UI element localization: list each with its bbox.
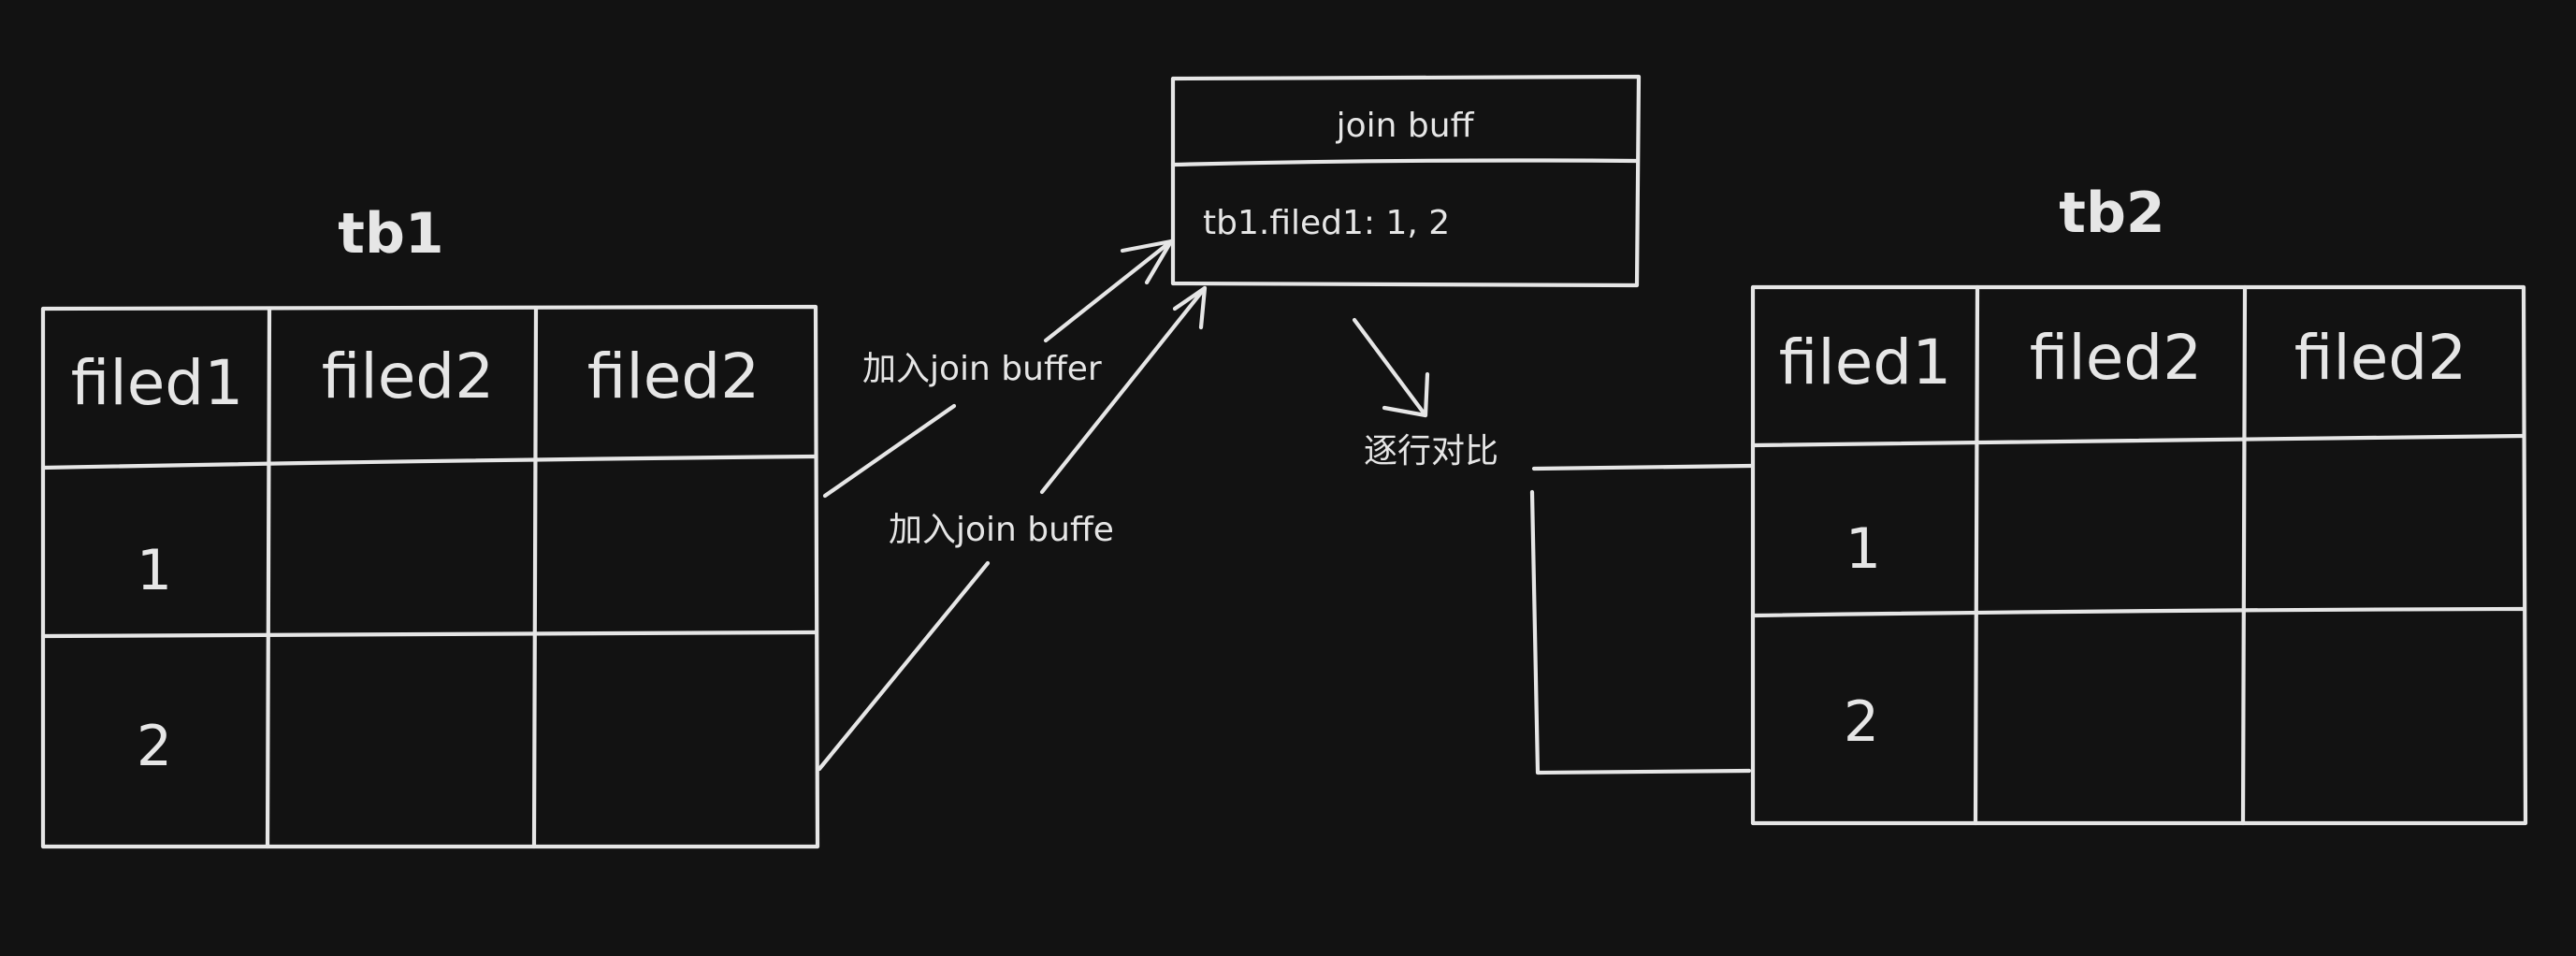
tb1-table: tb1 filed1 filed2 filed2 1 2 <box>40 201 820 849</box>
tb1-cell-r1c1: 1 <box>137 538 172 603</box>
arrow-row1-to-buffer <box>822 239 1174 499</box>
tb1-cell-r2c1: 2 <box>137 714 172 779</box>
tb2-header-3: filed2 <box>2294 322 2467 394</box>
tb2-vline-1 <box>1973 284 1980 826</box>
tb2-header-1: filed1 <box>1779 326 1951 398</box>
tb2-hline-1 <box>1750 433 2526 448</box>
join-buffer-divider <box>1170 158 1640 167</box>
join-buffer-title: join buff <box>1336 107 1475 145</box>
tb1-vline-2 <box>531 306 539 849</box>
tb2-header-2: filed2 <box>2030 322 2202 394</box>
join-buffer-border <box>1170 74 1642 288</box>
arrow-row2-label: 加入join buffe <box>889 511 1114 549</box>
compare-bracket <box>1529 463 1754 775</box>
compare-label: 逐行对比 <box>1364 432 1498 471</box>
tb2-table: tb2 filed1 filed2 filed2 1 2 <box>1750 181 2528 826</box>
join-buffer-box: join buff tb1.filed1: 1, 2 <box>1170 74 1642 288</box>
tb2-cell-r1c1: 1 <box>1845 516 1881 582</box>
arrow-buffer-to-compare <box>1352 317 1430 418</box>
arrow-row2-to-buffer <box>817 285 1208 772</box>
tb2-cell-r2c1: 2 <box>1844 689 1879 755</box>
arrow-row1-label: 加入join buffer <box>862 350 1102 388</box>
tb1-header-1: filed1 <box>71 347 243 419</box>
join-buffer-content: tb1.filed1: 1, 2 <box>1203 204 1450 242</box>
tb1-title: tb1 <box>338 201 443 267</box>
tb2-hline-2 <box>1750 606 2526 618</box>
tb1-vline-1 <box>265 306 272 849</box>
tb2-vline-2 <box>2240 284 2248 826</box>
tb1-hline-1 <box>40 454 818 471</box>
tb1-hline-2 <box>40 630 818 639</box>
tb2-border <box>1750 284 2528 826</box>
tb1-header-3: filed2 <box>587 340 760 413</box>
tb2-title: tb2 <box>2059 181 2164 246</box>
tb1-border <box>40 304 820 849</box>
tb1-header-2: filed2 <box>322 340 494 413</box>
